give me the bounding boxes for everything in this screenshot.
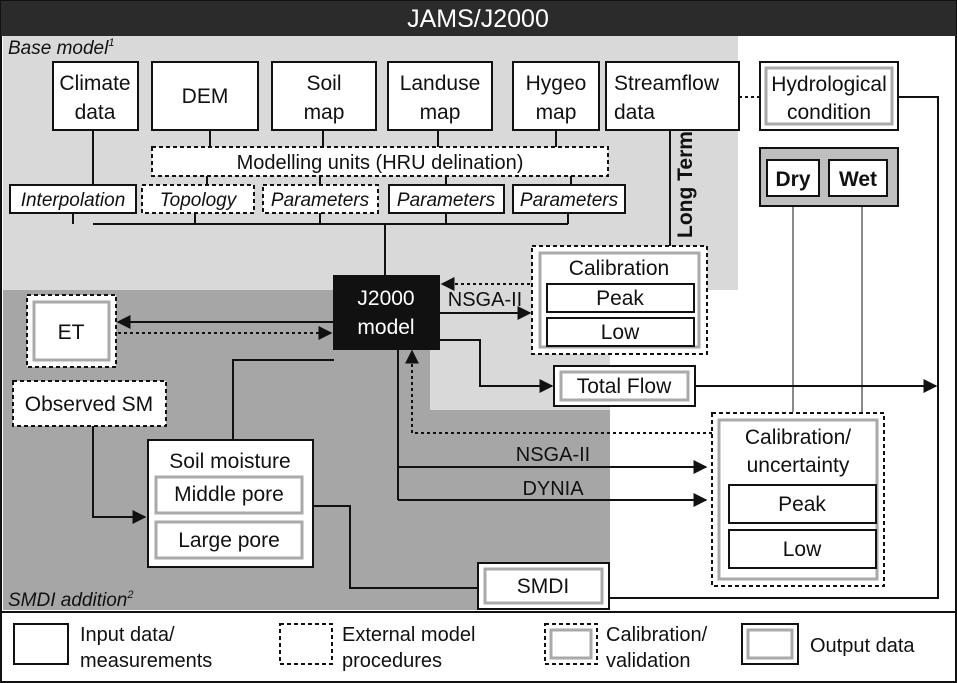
svg-text:procedures: procedures	[342, 650, 442, 672]
long-term-label: Long Term	[674, 131, 697, 238]
calibration-uncertainty-box: Calibration/ uncertainty Peak Low	[711, 412, 885, 587]
calibration-low-label: Low	[601, 321, 640, 344]
modelling-units-box: Modelling units (HRU delination)	[151, 146, 609, 177]
soil-map-box: Soil map	[271, 61, 377, 131]
svg-text:Calibration/: Calibration/	[606, 624, 708, 646]
svg-text:measurements: measurements	[80, 650, 212, 672]
svg-text:Parameters: Parameters	[397, 190, 496, 211]
svg-text:Streamflow: Streamflow	[614, 72, 720, 95]
svg-text:data: data	[75, 101, 116, 124]
streamflow-data-box: Streamflow data	[605, 61, 740, 131]
svg-text:Parameters: Parameters	[271, 190, 370, 211]
svg-text:External model: External model	[342, 624, 475, 646]
legend-calibration: Calibration/ validation	[544, 623, 708, 672]
j2000-model-box: J2000 model	[333, 275, 440, 350]
middle-pore-label: Middle pore	[174, 483, 284, 506]
svg-text:Output data: Output data	[810, 635, 915, 657]
svg-text:uncertainty: uncertainty	[747, 454, 850, 477]
parameters-box-3: Parameters	[512, 184, 626, 214]
et-box: ET	[26, 294, 117, 368]
svg-text:condition: condition	[787, 101, 871, 124]
nsga-top-label: NSGA-II	[448, 289, 522, 311]
interpolation-box: Interpolation	[9, 184, 137, 214]
svg-text:Calibration/: Calibration/	[745, 426, 851, 449]
climate-data-box: Climate data	[52, 61, 139, 131]
smdi-addition-label: SMDI addition2	[8, 589, 133, 611]
nsga-bottom-label: NSGA-II	[516, 444, 590, 466]
svg-text:DEM: DEM	[182, 85, 229, 108]
calib-uncert-peak-label: Peak	[778, 493, 826, 516]
svg-text:Total Flow: Total Flow	[577, 375, 672, 398]
svg-text:map: map	[420, 101, 461, 124]
svg-text:Climate: Climate	[59, 72, 130, 95]
dynia-label: DYNIA	[522, 478, 584, 500]
legend-input: Input data/ measurements	[13, 623, 212, 672]
soil-moisture-box: Soil moisture Middle pore Large pore	[147, 439, 314, 568]
svg-text:Calibration: Calibration	[569, 257, 669, 280]
svg-text:Input data/: Input data/	[80, 624, 175, 646]
hygeo-map-box: Hygeo map	[512, 61, 600, 131]
svg-text:Landuse: Landuse	[400, 72, 481, 95]
svg-text:Hydrological: Hydrological	[771, 73, 887, 96]
dry-label: Dry	[775, 168, 810, 191]
title-bar	[1, 1, 956, 36]
svg-text:data: data	[614, 101, 655, 124]
svg-text:ET: ET	[58, 321, 85, 344]
calib-uncert-low-label: Low	[783, 538, 822, 561]
svg-text:Soil: Soil	[306, 72, 341, 95]
svg-text:J2000: J2000	[357, 287, 414, 310]
parameters-box-2: Parameters	[388, 184, 505, 214]
legend-external: External model procedures	[279, 623, 475, 672]
legend-output: Output data	[741, 623, 915, 665]
svg-text:Hygeo: Hygeo	[526, 72, 587, 95]
svg-text:map: map	[536, 101, 577, 124]
svg-text:SMDI: SMDI	[517, 575, 570, 598]
observed-sm-box: Observed SM	[12, 380, 167, 427]
smdi-box: SMDI	[477, 562, 610, 610]
connectors	[72, 96, 939, 599]
large-pore-label: Large pore	[178, 529, 280, 552]
svg-text:Parameters: Parameters	[520, 190, 619, 211]
svg-text:model: model	[357, 316, 414, 339]
svg-text:validation: validation	[606, 650, 691, 672]
hydrological-condition-box: Hydrological condition	[759, 61, 899, 131]
svg-text:Topology: Topology	[160, 190, 238, 211]
svg-text:Soil moisture: Soil moisture	[169, 450, 290, 473]
topology-box: Topology	[141, 184, 255, 214]
wet-label: Wet	[839, 168, 877, 191]
calibration-peak-label: Peak	[596, 287, 644, 310]
svg-text:Interpolation: Interpolation	[21, 190, 126, 211]
dem-box: DEM	[151, 61, 259, 131]
diagram-title: JAMS/J2000	[407, 5, 549, 33]
total-flow-box: Total Flow	[553, 365, 696, 407]
landuse-map-box: Landuse map	[387, 61, 493, 131]
svg-text:Observed SM: Observed SM	[25, 393, 153, 416]
parameters-box-1: Parameters	[262, 184, 379, 214]
svg-text:Modelling units (HRU delinatio: Modelling units (HRU delination)	[237, 152, 524, 174]
calibration-box: Calibration Peak Low	[531, 245, 708, 355]
dry-wet-panel: Dry Wet	[759, 147, 899, 207]
svg-text:map: map	[304, 101, 345, 124]
base-model-label: Base model1	[8, 37, 114, 59]
